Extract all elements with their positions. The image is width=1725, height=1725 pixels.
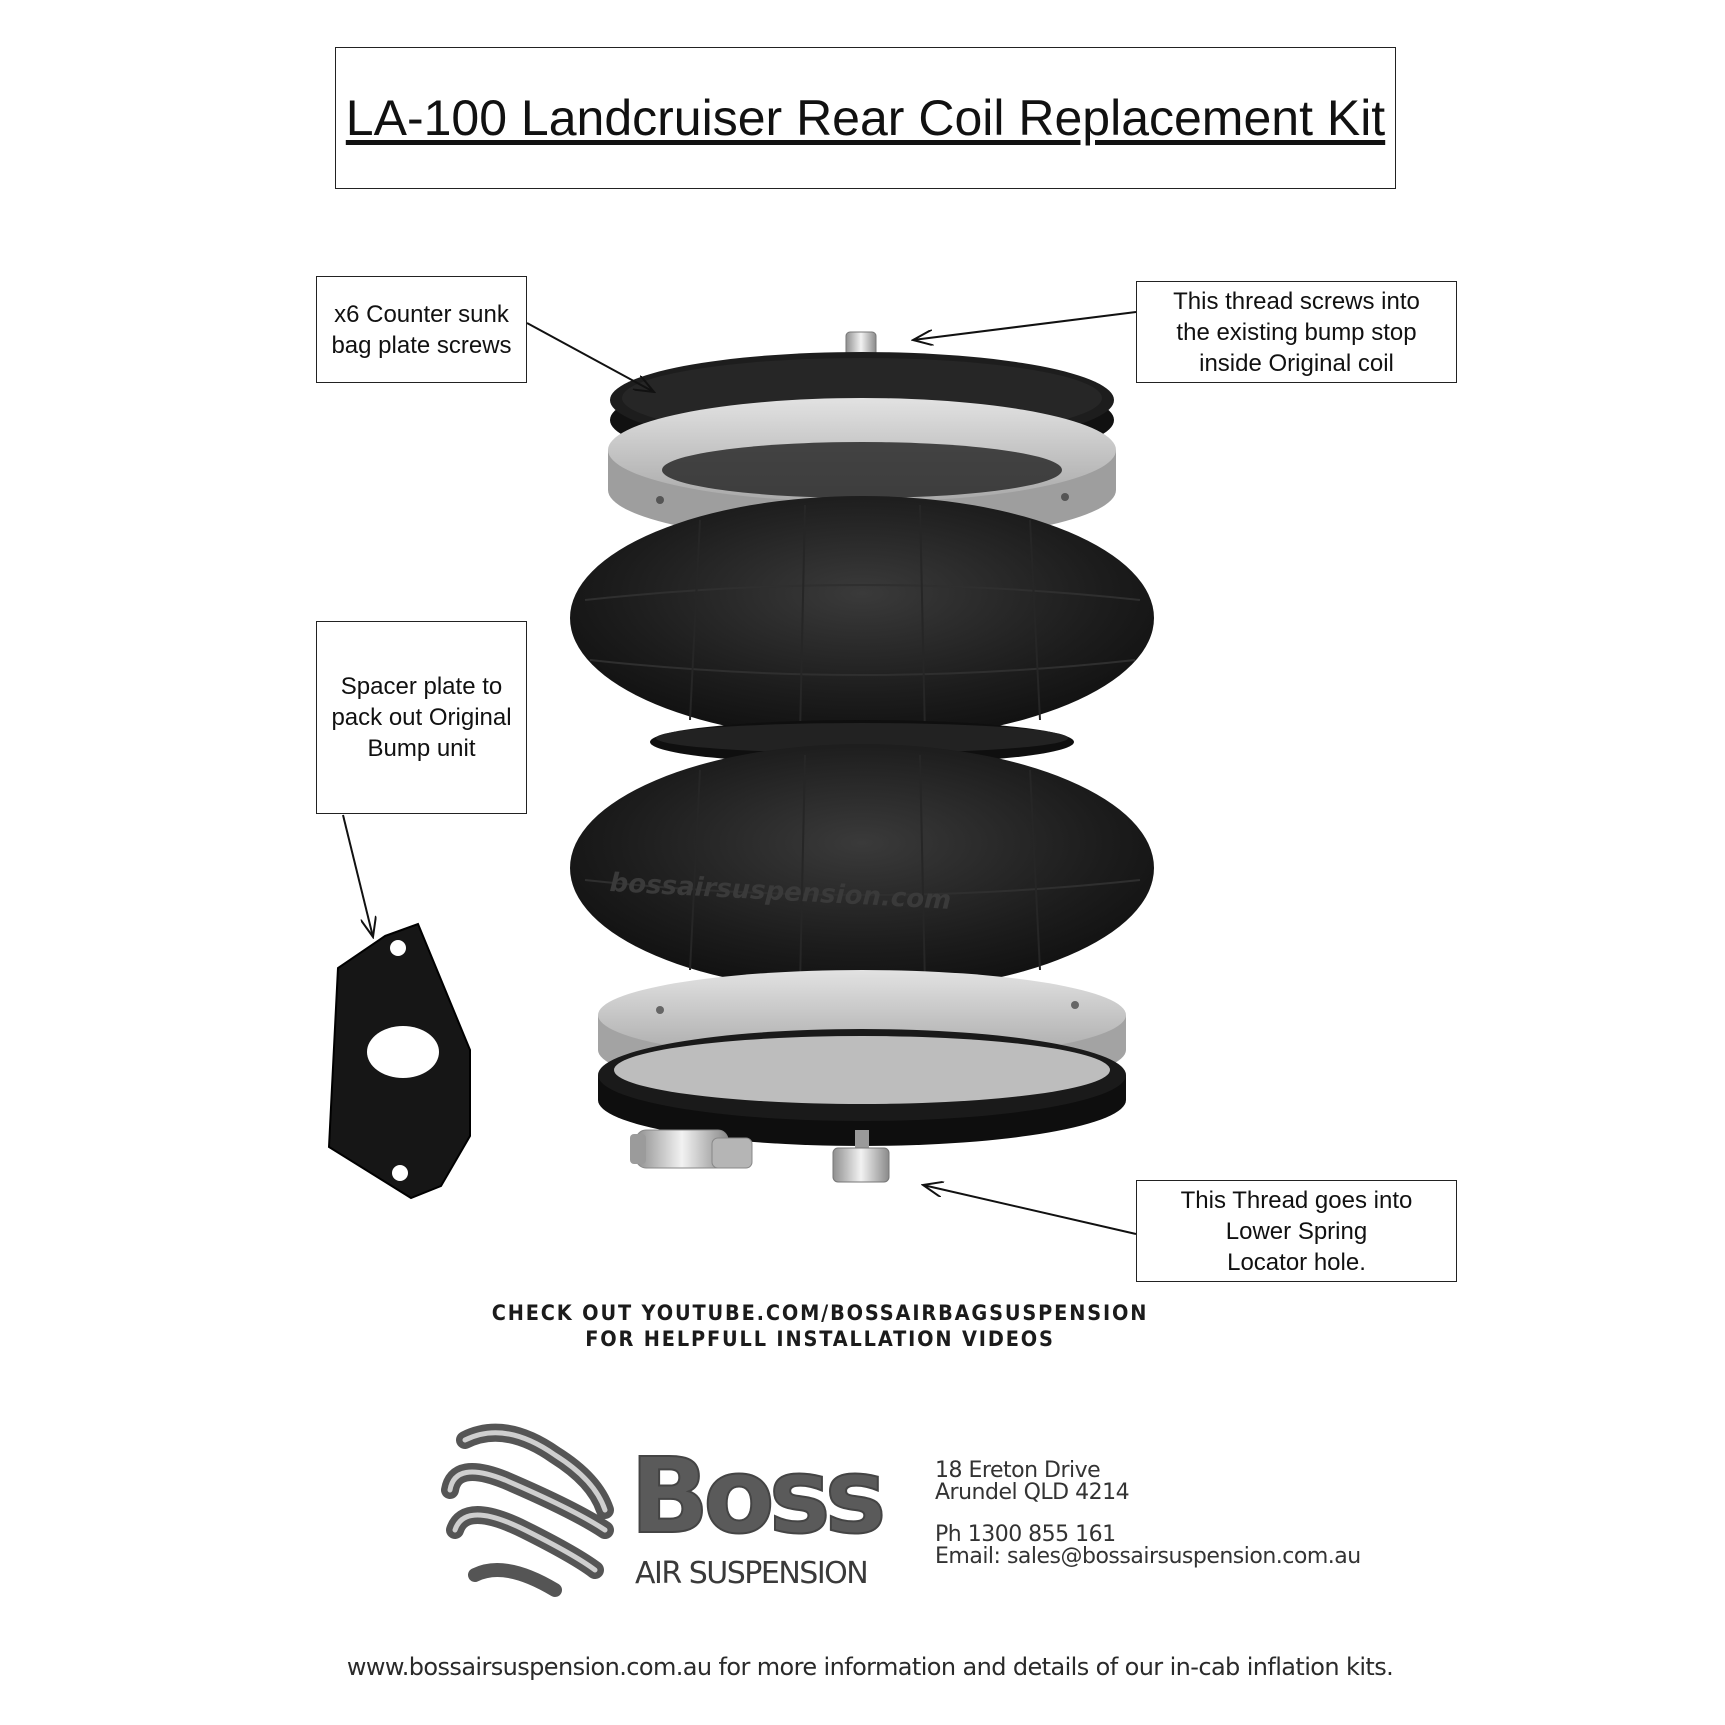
email-address: Email: sales@bossairsuspension.com.au: [935, 1544, 1361, 1569]
cta-line-1: CHECK OUT YOUTUBE.COM/BOSSAIRBAGSUSPENSI…: [491, 1301, 1149, 1325]
bottom-thread-bolt: [832, 1130, 890, 1183]
spring-logo-icon: [441, 1423, 614, 1597]
callout-screws: x6 Counter sunk bag plate screws: [316, 276, 527, 383]
page-title: LA-100 Landcruiser Rear Coil Replacement…: [345, 90, 1386, 146]
callout-bottom-thread: This Thread goes into Lower Spring Locat…: [1136, 1180, 1457, 1282]
lower-bag-bellow: bossairsuspension.com: [570, 744, 1154, 992]
callout-bottom-thread-text: This Thread goes into Lower Spring Locat…: [1180, 1186, 1413, 1276]
brand-name: Boss: [630, 1435, 882, 1557]
spacer-plate: [327, 922, 471, 1200]
upper-bag-bellow: [570, 496, 1154, 740]
footer-website-text: www.bossairsuspension.com.au for more in…: [346, 1653, 1394, 1681]
boss-logo: Boss AIR SUSPENSION: [441, 1423, 889, 1597]
phone-number: Ph 1300 855 161: [935, 1522, 1116, 1547]
callout-top-thread-text: This thread screws into the existing bum…: [1173, 287, 1420, 377]
youtube-call-to-action: CHECK OUT YOUTUBE.COM/BOSSAIRBAGSUSPENSI…: [380, 1300, 1260, 1352]
screws-arrow: [526, 322, 654, 392]
top-thread-arrow: [913, 311, 1137, 340]
spacer-arrow: [342, 814, 373, 937]
bottom-thread-arrow: [923, 1185, 1137, 1235]
callout-top-thread: This thread screws into the existing bum…: [1136, 281, 1457, 383]
air-fitting: [630, 1129, 753, 1169]
callout-spacer-text: Spacer plate to pack out Original Bump u…: [331, 673, 512, 762]
address-line-1: 18 Ereton Drive: [935, 1458, 1101, 1483]
callout-spacer: Spacer plate to pack out Original Bump u…: [316, 621, 527, 814]
contact-block: 18 Ereton Drive Arundel QLD 4214 Ph 1300…: [935, 1460, 1361, 1568]
lower-black-plate: [598, 1029, 1126, 1146]
product-illustration: bossairsuspension.com: [327, 311, 1154, 1235]
brand-tagline: AIR SUSPENSION: [635, 1556, 867, 1591]
title-box: LA-100 Landcruiser Rear Coil Replacement…: [335, 47, 1396, 189]
address-line-2: Arundel QLD 4214: [935, 1480, 1130, 1505]
callout-screws-text: x6 Counter sunk bag plate screws: [331, 300, 512, 359]
cta-line-2: FOR HELPFULL INSTALLATION VIDEOS: [585, 1327, 1055, 1351]
